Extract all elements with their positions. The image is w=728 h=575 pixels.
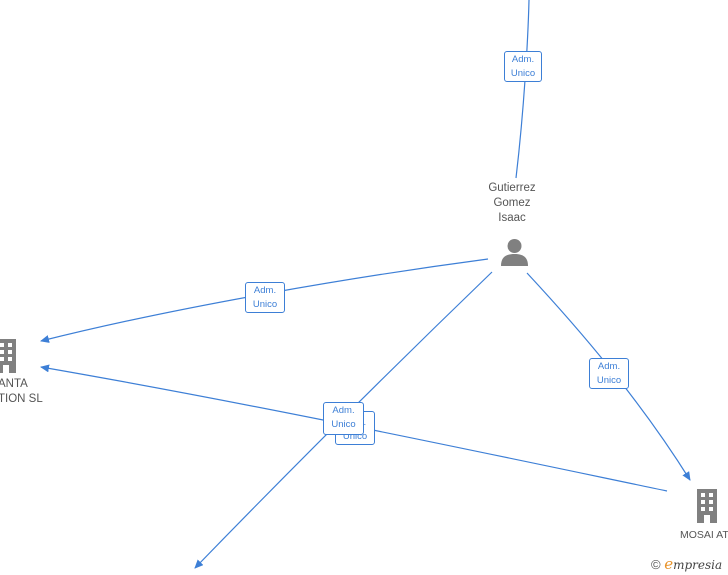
building-icon <box>694 489 720 528</box>
person-icon <box>500 237 529 272</box>
brand-initial: e <box>664 555 674 573</box>
building-icon <box>0 339 18 378</box>
company-left-label[interactable]: ANTA TION SL <box>0 378 43 405</box>
edge-center-front-label[interactable]: Adm. Unico <box>323 402 364 435</box>
edge-top-label[interactable]: Adm. Unico <box>504 51 542 82</box>
edge-top-line <box>515 0 530 179</box>
edge-right-label[interactable]: Adm. Unico <box>589 358 629 389</box>
copyright-symbol: © <box>651 557 661 572</box>
edge-left-upper-label[interactable]: Adm. Unico <box>245 282 285 313</box>
person-name-label[interactable]: Gutierrez Gomez Isaac <box>488 182 536 224</box>
brand-name: mpresia <box>673 558 723 572</box>
empresia-watermark: © empresia <box>651 555 722 573</box>
company-right-label[interactable]: MOSAI AT <box>680 529 728 541</box>
